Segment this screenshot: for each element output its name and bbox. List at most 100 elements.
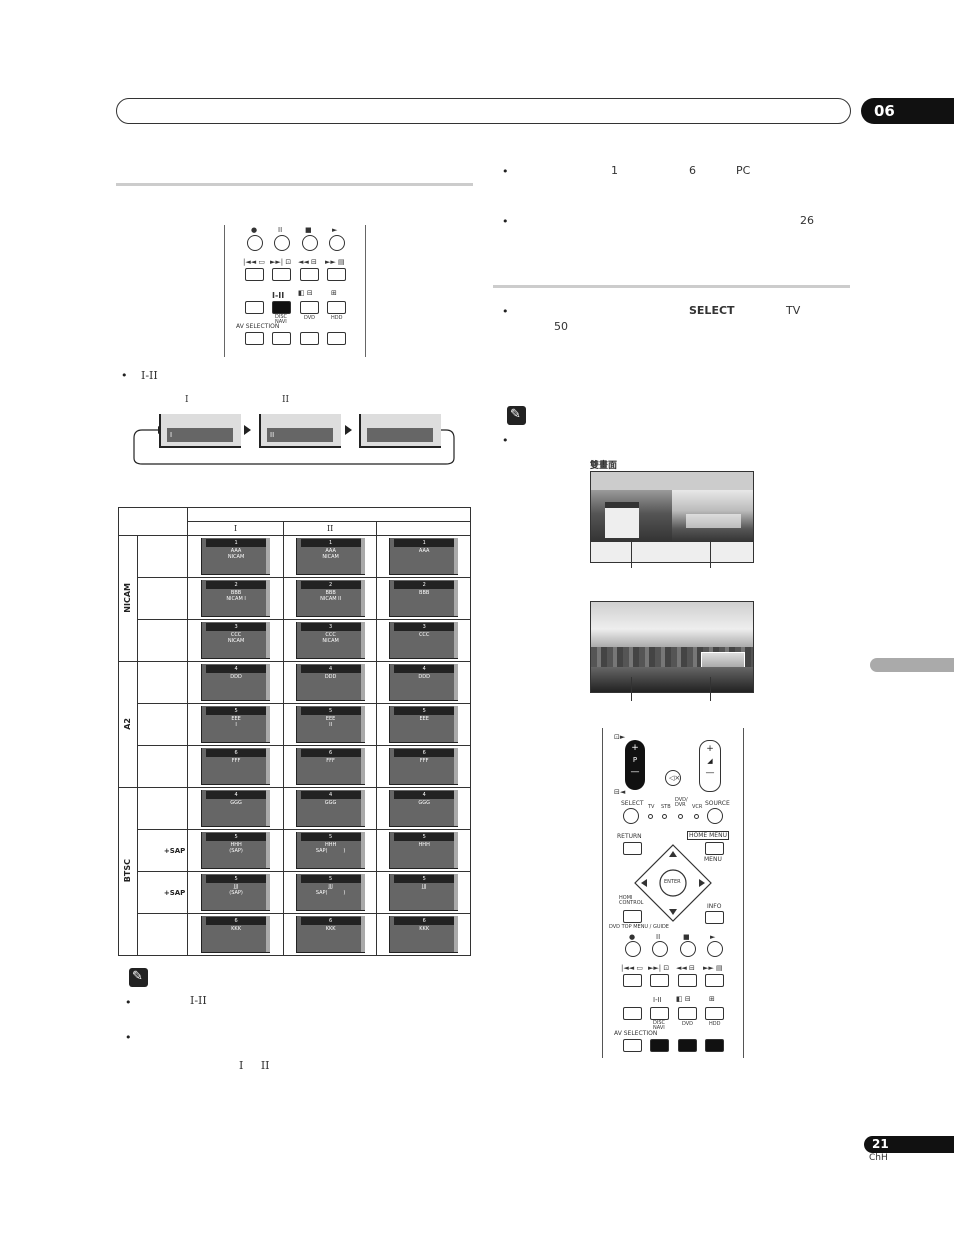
section-rule [116,183,473,186]
r-b2-page: 26 [800,214,814,227]
channel-number: 5 [394,707,455,715]
channel-name: CCC [418,632,430,638]
flow-screen-2: II [259,414,341,448]
chapter-number: 06 [861,98,954,124]
channel-number: 3 [394,623,455,631]
sub-label [136,661,189,704]
dual-screen-image [590,471,754,563]
channel-name: FFF [419,758,429,764]
led-tv [648,814,653,819]
rewind-button [300,268,319,281]
channel-number: 4 [300,665,361,673]
i-ii-label: I-II [272,291,285,300]
col-header-2: II [282,521,378,536]
channel-number: 1 [394,539,455,547]
prev-button [623,974,642,987]
channel-number: 2 [394,581,455,589]
sound-mode: NICAM [227,554,245,560]
channel-number: 4 [394,791,455,799]
channel-number: 5 [206,833,267,841]
remote-excerpt-1: ● II ■ ► |◄◄ ▭ ►►| ⊡ ◄◄ ⊟ ►► ▤ I-II ◧ ⊟ … [224,225,366,357]
channel-name: DDD [230,674,242,680]
note-icon [129,968,148,987]
channel-name: FFF [231,758,241,764]
channel-name: JJJ [328,884,333,890]
hdd-button [705,1007,724,1020]
channel-name: HHH [230,842,242,848]
note2-i-ii: I II [239,1059,270,1072]
channel-name: EEE [325,716,336,722]
group-label: A2 [123,717,133,730]
channel-name: BBB [419,590,430,596]
channel-number: 1 [206,539,267,547]
bullet: • [502,215,509,228]
table-corner [117,507,189,536]
mode-button-2-highlight [678,1039,697,1052]
homi-control-button [623,910,642,923]
sub-label [136,745,189,788]
channel-number: 6 [206,749,267,757]
i-ii-button [650,1007,669,1020]
callout-line [710,677,711,701]
volume-rocker: + ◢ — [699,740,721,792]
header-bar [116,98,851,124]
channel-name: GGG [418,800,430,806]
channel-name: KKK [419,926,430,932]
sound-mode: NICAM II [320,596,342,602]
r-b1-b: 6 [689,164,696,177]
note1-i-ii: I-II [190,994,207,1007]
channel-number: 6 [206,917,267,925]
flow-screen-3 [359,414,441,448]
channel-number: 6 [394,749,455,757]
channel-number: 2 [300,581,361,589]
group-label: BTSC [123,858,133,883]
channel-number: 5 [394,833,455,841]
hdd-button [327,301,346,314]
av-icon-button [245,301,264,314]
next-button [272,268,291,281]
forward-button [705,974,724,987]
channel-number: 4 [394,665,455,673]
play-button [707,941,723,957]
r-b3-select: SELECT [689,304,735,317]
channel-number: 3 [206,623,267,631]
bullet: • [502,305,509,318]
col-header-3 [376,521,471,536]
pip-screen-image [590,601,754,693]
channel-name: GGG [324,800,337,806]
select-button [623,808,639,824]
sound-mode: SAP( ) [315,890,346,896]
channel-number: 5 [300,707,361,715]
mode-button-1-highlight [650,1039,669,1052]
channel-number: 6 [300,749,361,757]
